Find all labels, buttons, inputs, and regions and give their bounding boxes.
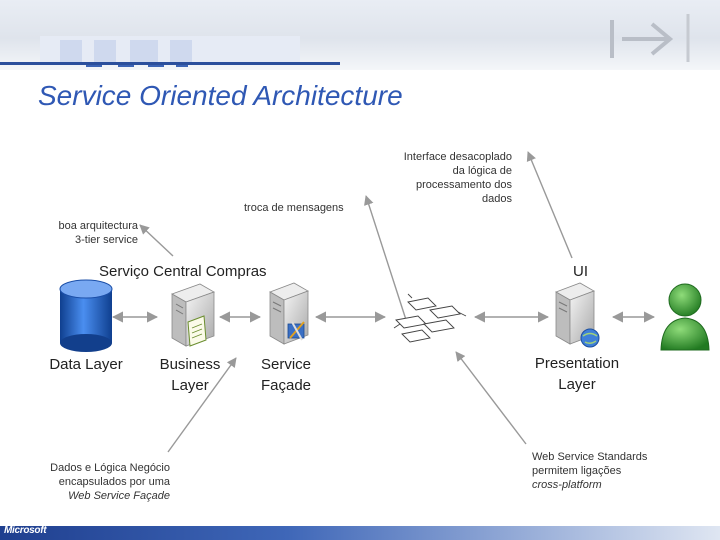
server-document-icon: [171, 283, 215, 347]
node-label-data-layer: Data Layer: [36, 354, 136, 375]
annotation-interface: Interface desacoplado da lógica de proce…: [362, 150, 512, 206]
annotation-dados: Dados e Lógica Negócio encapsulados por …: [20, 461, 170, 503]
server-globe-icon: [555, 282, 600, 348]
node-label-line: Layer: [171, 377, 209, 394]
connector-arrow: [364, 195, 409, 327]
slide-title: Service Oriented Architecture: [38, 80, 403, 111]
annotation-dados-line: encapsulados por uma: [58, 476, 170, 488]
connector-arrow: [526, 151, 573, 259]
node-label-presentation-layer: Presentation Layer: [517, 353, 637, 395]
node-label-line: Presentation: [534, 355, 620, 372]
annotation-ws-line: cross-platform: [532, 478, 702, 492]
annotation-boa: boa arquitectura 3-tier service: [20, 219, 139, 247]
microsoft-logo: Microsoft: [4, 525, 47, 536]
node-label-data-layer-text: Data Layer: [49, 356, 123, 373]
user-icon: [660, 283, 710, 351]
node-label-line: Layer: [558, 376, 596, 393]
node-label-line: Service: [260, 356, 312, 373]
annotation-interface-line: da lógica de: [452, 165, 512, 177]
annotation-troca-text: troca de mensagens: [244, 202, 344, 214]
node-label-line: Business: [159, 356, 221, 373]
database-icon: [59, 279, 113, 352]
annotation-ws-line: Web Service Standards: [532, 451, 648, 463]
annotation-interface-line: dados: [482, 193, 512, 205]
annotation-dados-emphasis: Web Service Façade: [68, 490, 170, 502]
annotation-interface-line: Interface desacoplado: [403, 151, 512, 163]
server-tools-icon: [269, 282, 309, 345]
annotation-ws-emphasis: cross-platform: [532, 479, 602, 491]
connector-arrow: [167, 357, 237, 453]
connector-arrow: [455, 351, 527, 445]
header-decoration: [170, 40, 192, 62]
annotation-dados-line: Web Service Façade: [20, 489, 170, 503]
connector-arrow: [139, 224, 174, 257]
node-label-service-facade: Service Façade: [236, 354, 336, 396]
annotation-dados-line: Dados e Lógica Negócio: [50, 462, 170, 474]
header-decoration: [94, 40, 116, 62]
header-decoration: [60, 40, 82, 62]
title-underline: [0, 62, 340, 65]
annotation-boa-line: boa arquitectura: [58, 220, 139, 232]
annotation-ws: Web Service Standards permitem ligações …: [532, 450, 702, 492]
footer-bar: [0, 526, 720, 540]
annotation-boa-line: 3-tier service: [75, 234, 138, 246]
message-envelopes-icon: [393, 293, 467, 343]
node-label-line: Façade: [260, 377, 312, 394]
annotation-ws-line: permitem ligações: [532, 465, 622, 477]
annotation-interface-line: processamento dos: [416, 179, 512, 191]
section-title-central: Serviço Central Compras: [99, 263, 267, 280]
annotation-troca: troca de mensagens: [244, 201, 344, 215]
section-title-ui: UI: [573, 263, 588, 280]
node-label-business-layer: Business Layer: [140, 354, 240, 396]
header-decoration: [130, 40, 158, 62]
header-arrow-icon: [610, 14, 690, 62]
